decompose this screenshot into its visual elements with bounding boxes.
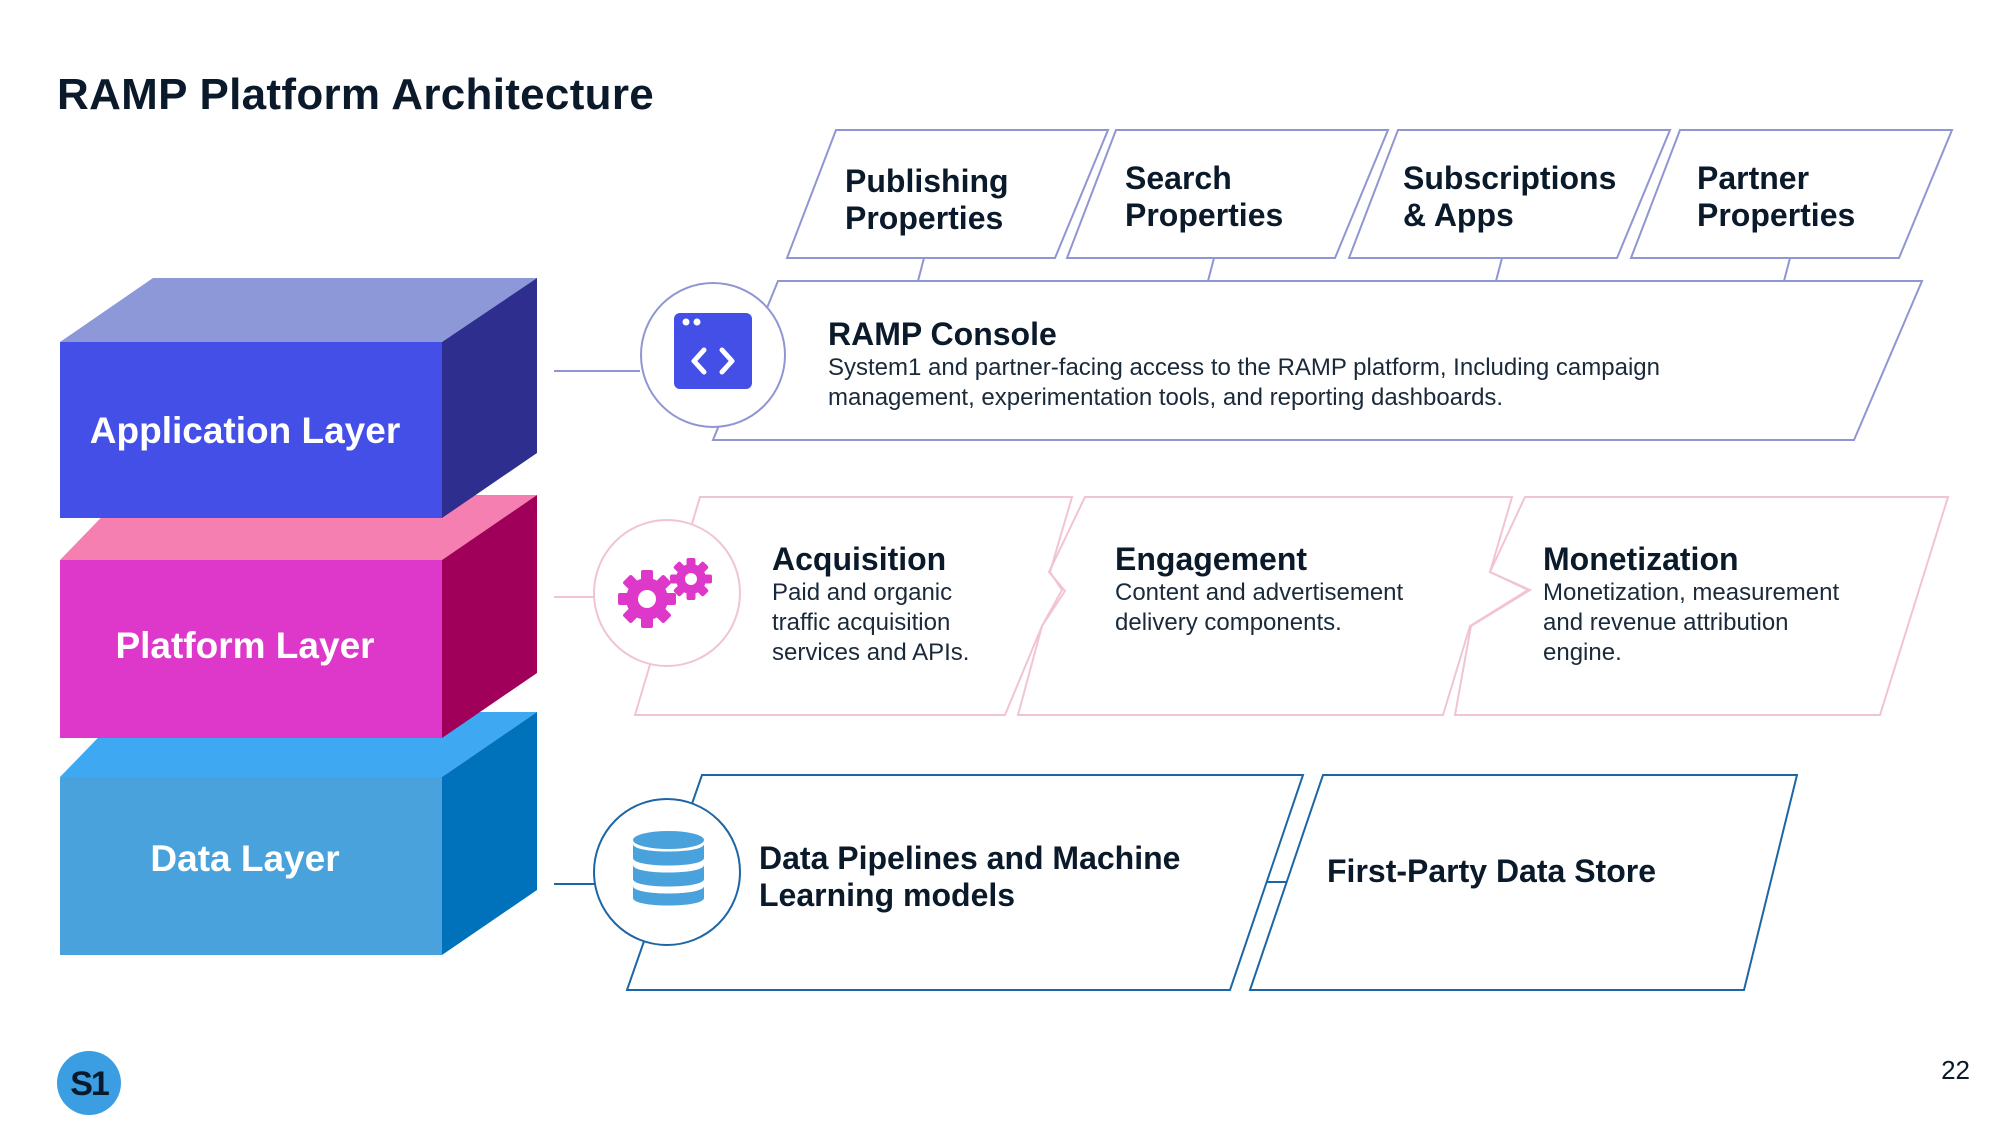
- property-box-publishing: [785, 129, 1110, 259]
- page-number: 22: [1941, 1055, 1970, 1085]
- logo-text: S1: [70, 1065, 110, 1103]
- console-desc-line2: management, experimentation tools, and r…: [828, 384, 1504, 411]
- property-subscriptions: Subscriptions & Apps: [1403, 160, 1617, 233]
- data-store-box: [1248, 774, 1799, 991]
- data-pipelines-text: Data Pipelines and Machine Learning mode…: [759, 840, 1181, 913]
- console-title: RAMP Console: [828, 316, 1057, 352]
- acquisition-box: [633, 496, 1074, 716]
- platform-layer-label: Platform Layer: [115, 625, 375, 666]
- property-partner: Partner Properties: [1697, 160, 1856, 233]
- monetization-text: Monetization Monetization, measurement a…: [1543, 541, 1840, 666]
- page-title: RAMP Platform Architecture: [57, 70, 655, 119]
- console-desc-line1: System1 and partner-facing access to the…: [828, 354, 1660, 381]
- system1-logo-icon: [57, 1051, 121, 1115]
- application-layer-cube: [60, 278, 537, 518]
- application-layer-label: Application Layer: [89, 410, 401, 451]
- property-box-subscriptions: [1347, 129, 1672, 259]
- property-box-search: [1065, 129, 1390, 259]
- acquisition-text: Acquisition Paid and organic traffic acq…: [772, 541, 970, 666]
- engagement-text: Engagement Content and advertisement del…: [1115, 541, 1404, 636]
- data-icon-circle: [593, 798, 741, 946]
- gears-icon: [618, 558, 712, 628]
- property-publishing: Publishing Properties: [845, 163, 1009, 236]
- platform-layer-cube: [60, 495, 537, 738]
- data-layer-cube: [60, 712, 537, 955]
- data-store-text: First-Party Data Store: [1327, 853, 1656, 889]
- data-layer-label: Data Layer: [150, 838, 340, 879]
- property-search: Search Properties: [1125, 160, 1284, 233]
- console-text: RAMP Console System1 and partner-facing …: [828, 316, 1660, 413]
- monetization-box: [1453, 496, 1950, 716]
- engagement-box: [1016, 496, 1531, 716]
- property-box-partner: [1629, 129, 1954, 259]
- database-icon: [633, 831, 704, 906]
- code-window-icon: [674, 313, 752, 389]
